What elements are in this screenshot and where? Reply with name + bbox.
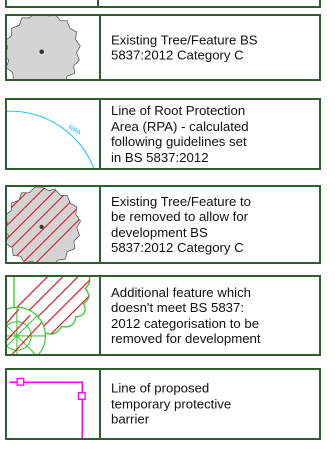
rpa-symbol: RPA [7, 100, 101, 168]
legend-row-existing-tree: Existing Tree/Feature BS 5837:2012 Categ… [5, 14, 321, 81]
tree-removal-symbol [7, 187, 101, 262]
existing-tree-symbol [7, 16, 101, 79]
protective-barrier-symbol [7, 370, 101, 438]
additional-feature-label: Additional feature which doesn't meet BS… [111, 284, 261, 347]
legend-top-strip [5, 0, 321, 8]
tree-removal-label: Existing Tree/Feature to be removed to a… [111, 193, 252, 256]
legend-row-protective-barrier: Line of proposed temporary protective ba… [5, 368, 321, 440]
rpa-label: Line of Root Protection Area (RPA) - cal… [111, 102, 249, 165]
additional-feature-symbol [7, 277, 101, 354]
rpa-label-text: RPA [67, 124, 82, 137]
legend-row-tree-removal: Existing Tree/Feature to be removed to a… [5, 185, 321, 264]
protective-barrier-label: Line of proposed temporary protective ba… [111, 380, 232, 427]
existing-tree-label: Existing Tree/Feature BS 5837:2012 Categ… [111, 31, 258, 63]
legend-row-rpa: RPA Line of Root Protection Area (RPA) -… [5, 98, 321, 170]
legend-row-additional-feature: Additional feature which doesn't meet BS… [5, 275, 321, 356]
